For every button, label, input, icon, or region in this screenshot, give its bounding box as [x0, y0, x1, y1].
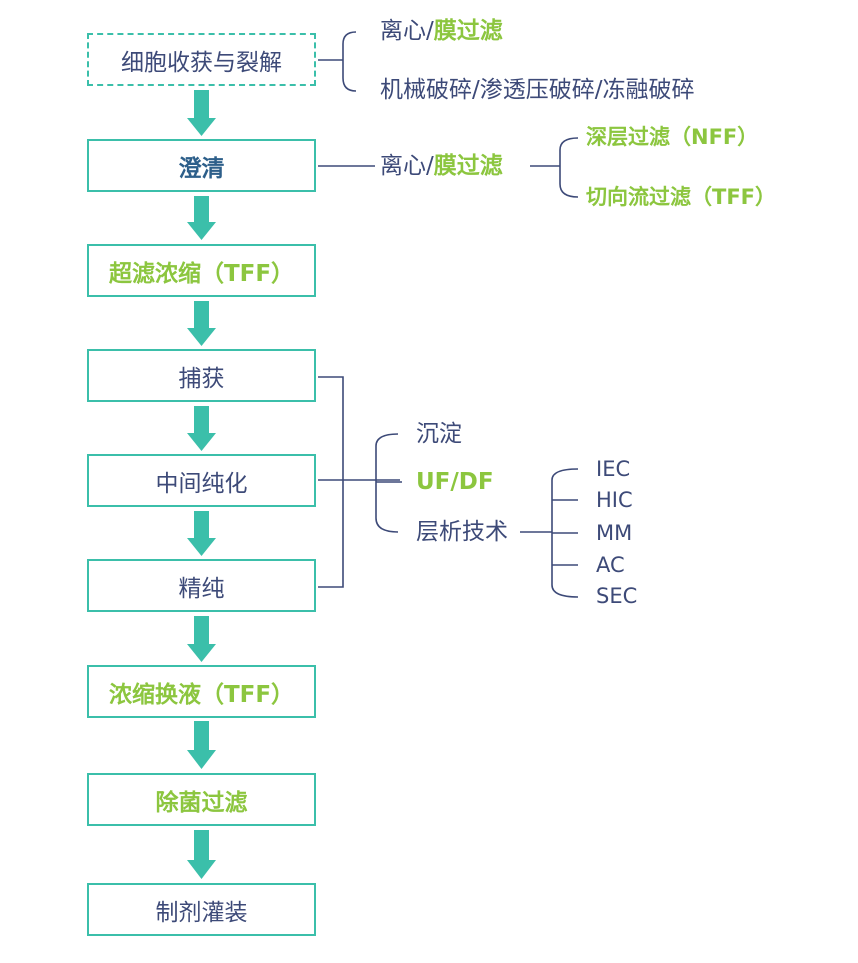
chrom-hic: HIC: [596, 488, 633, 512]
step-ultrafiltration: 超滤浓缩（TFF）: [87, 244, 316, 297]
chrom-sec: SEC: [596, 584, 638, 608]
arrow-8: [187, 830, 216, 879]
chrom-ac: AC: [596, 553, 625, 577]
step-concentration-exchange: 浓缩换液（TFF）: [87, 665, 316, 718]
clarification-method: 离心/膜过滤: [380, 155, 503, 178]
step-label: 超滤浓缩（TFF）: [108, 260, 295, 287]
harvest-method-a-part2: 膜过滤: [433, 18, 503, 44]
step-clarification: 澄清: [87, 139, 316, 192]
step-label: 除菌过滤: [155, 789, 248, 816]
purification-ufdf: UF/DF: [416, 469, 494, 495]
clarification-nff: 深层过滤（NFF）: [586, 125, 759, 149]
step-capture: 捕获: [87, 349, 316, 402]
step-label: 制剂灌装: [155, 899, 248, 926]
harvest-method-a-part1: 离心/: [380, 18, 434, 44]
purification-bracket: [318, 376, 344, 588]
arrow-5: [187, 511, 216, 556]
chrom-brace: [551, 468, 579, 598]
chrom-iec: IEC: [596, 457, 631, 481]
step-label: 澄清: [178, 155, 225, 182]
step-label: 精纯: [178, 575, 225, 602]
step-polishing: 精纯: [87, 559, 316, 612]
step-harvest-lysis: 细胞收获与裂解: [87, 33, 316, 86]
clarification-method-part1: 离心/: [380, 153, 434, 179]
arrow-4: [187, 406, 216, 451]
step-label: 浓缩换液（TFF）: [108, 681, 295, 708]
step-formulation-filling: 制剂灌装: [87, 883, 316, 936]
harvest-brace: [318, 31, 357, 92]
arrow-3: [187, 301, 216, 346]
arrow-2: [187, 196, 216, 240]
step-label: 中间纯化: [155, 470, 248, 497]
harvest-method-b: 机械破碎/渗透压破碎/冻融破碎: [380, 77, 695, 103]
clarification-tff: 切向流过滤（TFF）: [586, 185, 777, 209]
step-intermediate-purification: 中间纯化: [87, 454, 316, 507]
flow-arrows: [187, 90, 216, 879]
arrow-7: [187, 721, 216, 769]
arrow-6: [187, 616, 216, 662]
step-label: 细胞收获与裂解: [121, 49, 282, 76]
clarification-method-part2: 膜过滤: [433, 153, 503, 179]
harvest-method-a: 离心/膜过滤: [380, 20, 503, 43]
purification-precipitation: 沉淀: [416, 421, 462, 447]
chrom-mm: MM: [596, 521, 633, 545]
clarification-brace: [530, 137, 579, 198]
step-sterile-filtration: 除菌过滤: [87, 773, 316, 826]
purification-brace: [375, 433, 402, 533]
arrow-1: [187, 90, 216, 136]
purification-chromatography: 层析技术: [416, 519, 508, 545]
step-label: 捕获: [178, 365, 225, 392]
